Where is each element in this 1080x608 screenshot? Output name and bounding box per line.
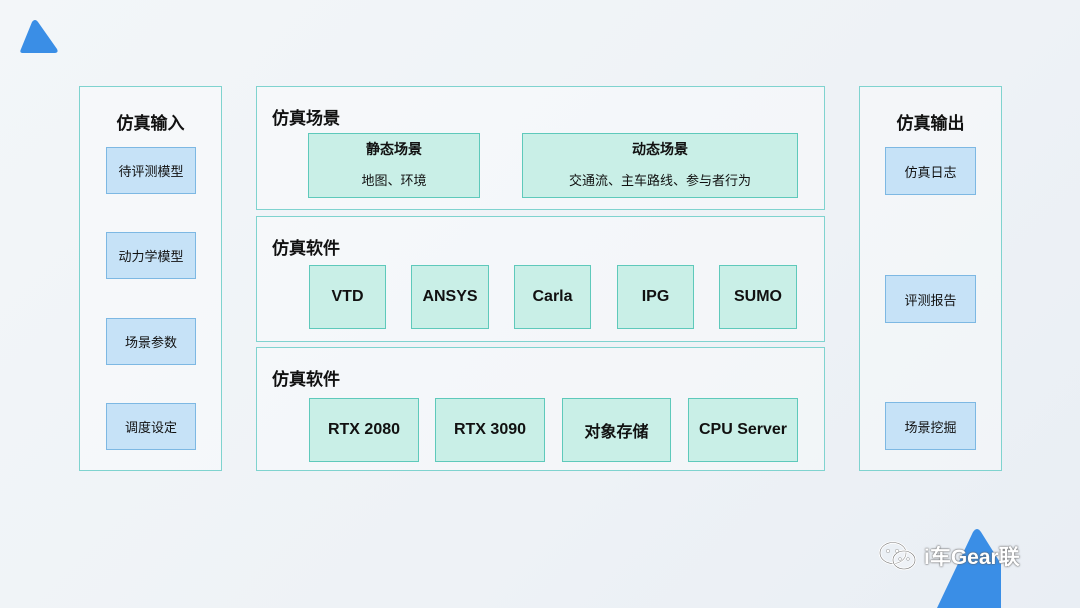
- dynamic-scene-desc: 交通流、主车路线、参与者行为: [568, 173, 751, 188]
- input-item: 动力学模型: [106, 232, 196, 279]
- software-item: SUMO: [719, 265, 797, 329]
- static-scene-desc: 地图、环境: [361, 173, 427, 188]
- static-scene-title: 静态场景: [366, 141, 422, 157]
- input-item: 场景参数: [106, 318, 196, 365]
- decorative-triangle-top-left: [20, 20, 58, 53]
- hardware-title: 仿真软件: [272, 370, 340, 389]
- hardware-item: 对象存储: [562, 398, 671, 462]
- hardware-panel: 仿真软件 RTX 2080 RTX 3090 对象存储 CPU Server: [256, 347, 825, 471]
- scene-title: 仿真场景: [272, 109, 340, 128]
- software-item: IPG: [617, 265, 694, 329]
- dynamic-scene-box: 动态场景 交通流、主车路线、参与者行为: [522, 133, 798, 198]
- input-panel: 仿真输入 待评测模型 动力学模型 场景参数 调度设定: [79, 86, 222, 471]
- software-item: VTD: [309, 265, 386, 329]
- output-item: 场景挖掘: [885, 402, 976, 450]
- hardware-item: RTX 3090: [435, 398, 545, 462]
- input-item: 调度设定: [106, 403, 196, 450]
- software-item: ANSYS: [411, 265, 489, 329]
- input-item: 待评测模型: [106, 147, 196, 194]
- software-title: 仿真软件: [272, 239, 340, 258]
- software-item: Carla: [514, 265, 591, 329]
- output-item: 仿真日志: [885, 147, 976, 195]
- output-title: 仿真输出: [896, 114, 965, 133]
- watermark-text: i车Gear联: [924, 546, 1020, 569]
- output-panel: 仿真输出 仿真日志 评测报告 场景挖掘: [859, 86, 1002, 471]
- static-scene-box: 静态场景 地图、环境: [308, 133, 480, 198]
- watermark: i车Gear联: [878, 540, 1020, 572]
- hardware-item: CPU Server: [688, 398, 798, 462]
- output-item: 评测报告: [885, 275, 976, 323]
- software-panel: 仿真软件 VTD ANSYS Carla IPG SUMO: [256, 216, 825, 342]
- wechat-icon: [878, 541, 917, 571]
- scene-panel: 仿真场景 静态场景 地图、环境 动态场景 交通流、主车路线、参与者行为: [256, 86, 825, 210]
- input-title: 仿真输入: [116, 114, 185, 133]
- hardware-item: RTX 2080: [309, 398, 419, 462]
- dynamic-scene-title: 动态场景: [632, 141, 688, 157]
- decorative-triangle-bottom-right: [937, 529, 1001, 608]
